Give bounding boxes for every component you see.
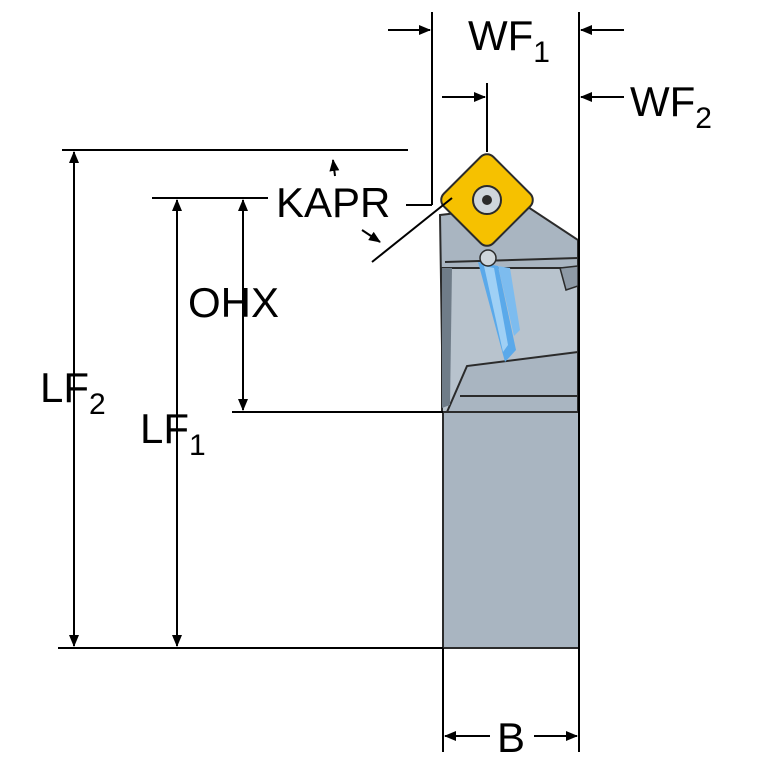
- holder-shadow: [442, 268, 452, 408]
- label-wf1: WF1: [468, 12, 550, 69]
- label-kapr: KAPR: [276, 179, 390, 226]
- square-insert-icon: [440, 153, 534, 267]
- coolant-channel-secondary: [498, 266, 520, 336]
- holder-shank: [442, 411, 580, 649]
- label-lf1: LF1: [140, 405, 206, 462]
- label-b: B: [497, 714, 525, 761]
- tool-holder: [438, 203, 580, 649]
- label-ohx: OHX: [188, 279, 279, 326]
- insert-seat-pin: [479, 249, 497, 267]
- holder-head-edge: [444, 257, 579, 263]
- coolant-channel-highlight: [484, 266, 508, 352]
- dimension-lines: [58, 12, 624, 752]
- label-wf2: WF2: [630, 78, 712, 135]
- label-lf2: LF2: [40, 364, 106, 421]
